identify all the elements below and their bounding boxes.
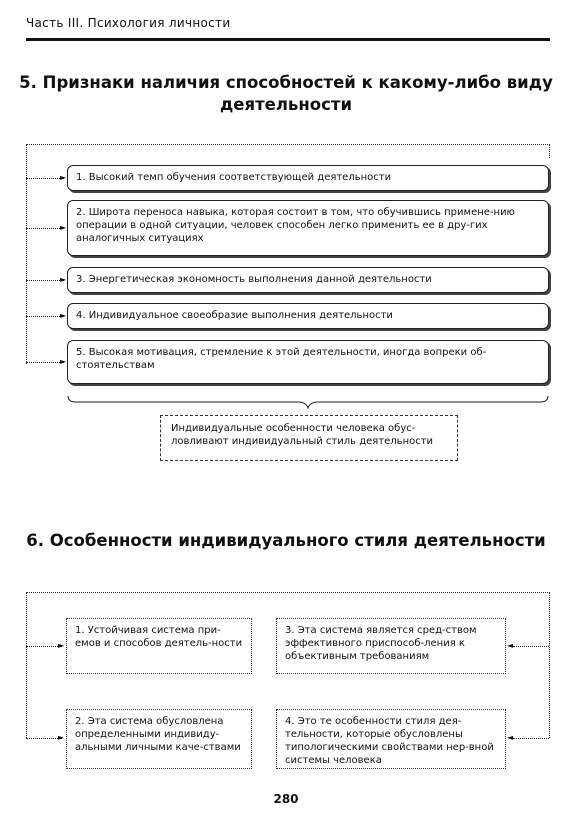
s5-item-5: 5. Высокая мотивация, стремление к этой …	[67, 340, 549, 384]
s6-right-line	[549, 592, 550, 738]
arrowhead-icon: ◄	[507, 641, 514, 650]
s5-arrow-1	[26, 178, 64, 179]
s5-item-4: 4. Индивидуальное своеобразие выполнения…	[67, 303, 549, 329]
s6-arrow-2	[26, 738, 62, 739]
s5-top-line	[26, 144, 550, 145]
s5-item-2: 2. Широта переноса навыка, которая состо…	[67, 200, 549, 256]
arrowhead-icon: ►	[60, 223, 67, 232]
s5-arrow-2	[26, 228, 64, 229]
s6-left-line	[26, 592, 27, 738]
running-head: Часть III. Психология личности	[26, 16, 231, 30]
s6-item-1: 1. Устойчивая система при-емов и способо…	[66, 618, 252, 674]
s6-arrow-3	[513, 646, 549, 647]
arrowhead-icon: ►	[60, 173, 67, 182]
section5-title: 5. Признаки наличия способностей к каком…	[0, 72, 572, 116]
arrowhead-icon: ►	[58, 733, 65, 742]
arrowhead-icon: ►	[60, 275, 67, 284]
s6-item-2: 2. Эта система обусловлена определенными…	[66, 709, 252, 769]
s5-left-line	[26, 144, 27, 364]
s5-arrow-4	[26, 316, 64, 317]
arrowhead-icon: ►	[60, 311, 67, 320]
s5-summary: Индивидуальные особенности человека обус…	[160, 415, 458, 461]
s5-arrow-3	[26, 280, 64, 281]
arrowhead-icon: ◄	[507, 733, 514, 742]
s6-item-4: 4. Это те особенности стиля дея-тельност…	[276, 709, 506, 769]
s6-arrow-4	[513, 738, 549, 739]
arrowhead-icon: ►	[60, 357, 67, 366]
s5-right-line	[549, 144, 550, 158]
section5-title-line2: деятельности	[219, 95, 353, 114]
page-number: 280	[273, 792, 299, 806]
s5-item-3: 3. Энергетическая экономность выполнения…	[67, 267, 549, 293]
s6-item-3: 3. Эта система является сред-ством эффек…	[276, 618, 506, 674]
section5-title-line1: 5. Признаки наличия способностей к каком…	[19, 73, 553, 92]
s5-arrow-5	[26, 362, 64, 363]
header-rule	[26, 38, 550, 41]
s5-item-1: 1. Высокий темп обучения соответствующей…	[67, 165, 549, 191]
s6-arrow-1	[26, 646, 62, 647]
brace	[67, 395, 549, 410]
section6-title: 6. Особенности индивидуального стиля дея…	[26, 531, 546, 550]
s6-top-line	[26, 592, 550, 593]
arrowhead-icon: ►	[58, 641, 65, 650]
